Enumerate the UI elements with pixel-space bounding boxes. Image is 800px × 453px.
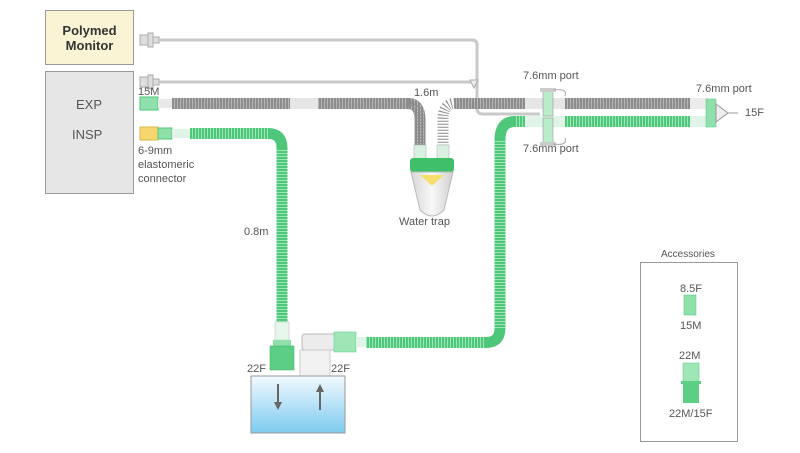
accessory-2-bottom-label: 22M/15F xyxy=(669,408,713,420)
humid-left-22f-label: 22F xyxy=(247,363,266,375)
port-bottom-label: 7.6mm port xyxy=(523,143,579,155)
patient-end-15f-label: 15F xyxy=(745,107,764,119)
length-insp-label: 0.8m xyxy=(244,226,269,238)
elastomeric-label-line1: 6-9mm xyxy=(138,145,173,157)
water-trap-label: Water trap xyxy=(399,216,450,228)
insp-label: INSP xyxy=(72,127,103,142)
patient-y-piece xyxy=(705,98,738,128)
sampling-line-vent xyxy=(139,74,479,90)
inspiratory-tube xyxy=(139,126,295,371)
port-right-label: 7.6mm port xyxy=(696,83,752,95)
humidifier-outlet-tube xyxy=(301,116,708,353)
accessory-1-top-label: 8.5F xyxy=(680,283,703,295)
ventilator-box xyxy=(45,71,134,194)
elastomeric-label-line2: elastomeric xyxy=(138,159,195,171)
accessories-box xyxy=(640,262,738,442)
sampling-line-monitor xyxy=(139,32,540,116)
humid-right-22f-label: 22F xyxy=(331,363,350,375)
humidifier-chamber xyxy=(250,349,346,434)
water-trap xyxy=(410,144,454,217)
accessory-1-bottom-label: 15M xyxy=(680,320,702,332)
down-arrow-icon xyxy=(274,384,282,410)
monitor-label-line2: Monitor xyxy=(65,37,114,53)
length-exp-label: 1.6m xyxy=(414,87,439,99)
accessories-title: Accessories xyxy=(661,249,715,260)
accessory-22m-15f-connector xyxy=(681,362,701,403)
up-arrow-icon xyxy=(316,384,324,410)
accessory-8-5f-15m-connector xyxy=(683,294,697,316)
monitor-label-line1: Polymed xyxy=(62,22,117,38)
port-connectors xyxy=(540,88,566,146)
elastomeric-label-line3: connector xyxy=(138,173,187,185)
connector-15m-label: 15M xyxy=(138,86,160,98)
exp-label: EXP xyxy=(76,97,103,112)
port-top-label: 7.6mm port xyxy=(523,70,579,82)
accessory-2-top-label: 22M xyxy=(679,350,701,362)
